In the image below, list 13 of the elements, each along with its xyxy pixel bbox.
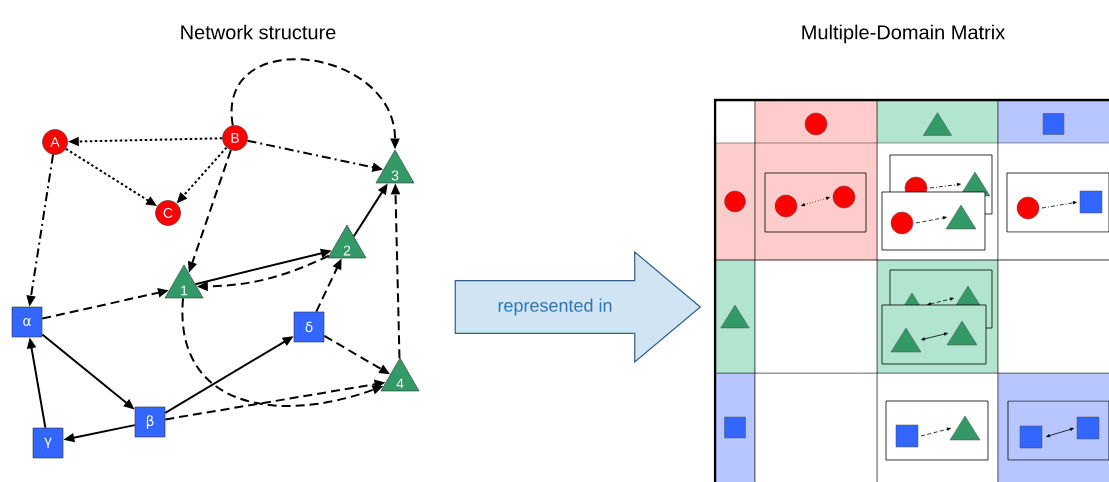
triangle-node: 2 (327, 224, 367, 259)
heading: Network structure (181, 24, 336, 40)
heading: Multiple-Domain Matrix (802, 24, 1005, 44)
circle-node: C (155, 200, 181, 226)
triangle-node: 3 (375, 149, 415, 184)
triangle-node: 4 (380, 357, 420, 392)
square-node: β (134, 406, 166, 438)
square-node: α (11, 306, 43, 338)
triangle-node: 1 (164, 264, 204, 299)
square-node: γ (32, 427, 64, 459)
square-node: δ (293, 311, 325, 343)
circle-node: A (42, 129, 68, 155)
circle-node: B (222, 125, 248, 151)
